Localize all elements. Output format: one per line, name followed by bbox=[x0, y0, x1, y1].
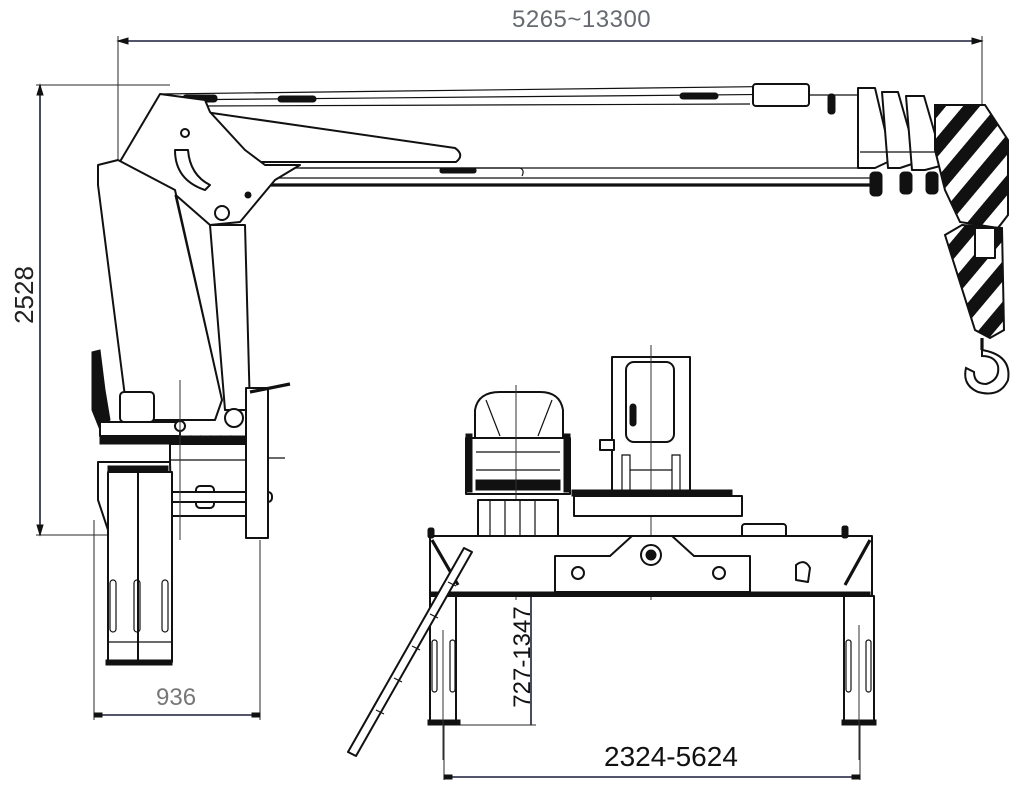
dimension-label-boom-reach: 5265~13300 bbox=[512, 6, 652, 33]
slewing-column bbox=[97, 159, 251, 428]
outrigger-leg-front-right bbox=[841, 595, 877, 760]
dimension-label-outrigger-span: 2324-5624 bbox=[604, 741, 738, 772]
dimension-label-outrigger-height: 727-1347 bbox=[509, 606, 536, 708]
dimension-base-width bbox=[93, 520, 261, 720]
front-view-column bbox=[599, 345, 691, 600]
dimension-label-overall-height: 2528 bbox=[9, 266, 39, 324]
turret-base-side bbox=[99, 380, 291, 540]
dimension-outrigger-span bbox=[443, 720, 861, 780]
access-ladder bbox=[347, 547, 473, 757]
hook-block bbox=[934, 104, 1010, 395]
dimension-label-base-width: 936 bbox=[156, 684, 197, 711]
operator-seat-side bbox=[91, 349, 186, 437]
operator-seat-front bbox=[465, 385, 571, 600]
telescopic-boom bbox=[111, 83, 870, 226]
dimension-boom-reach bbox=[116, 36, 984, 170]
chassis-frame-front bbox=[427, 525, 873, 597]
outrigger-leg-side bbox=[97, 461, 173, 666]
dimension-outrigger-height bbox=[455, 597, 536, 726]
dimension-overall-height bbox=[36, 83, 170, 537]
